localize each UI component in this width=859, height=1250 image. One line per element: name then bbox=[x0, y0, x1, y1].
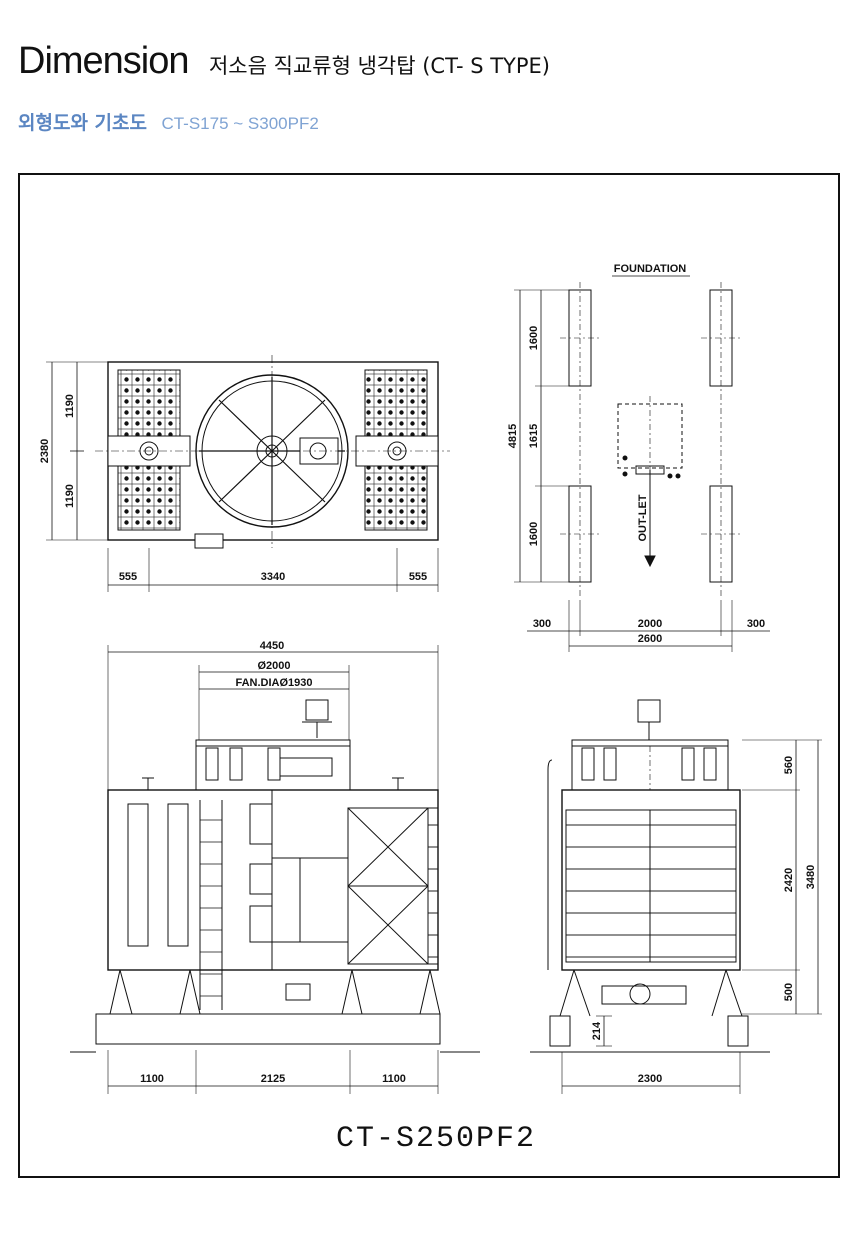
front-fan-dia: FAN.DIAØ1930 bbox=[235, 677, 312, 689]
page-subtitle: 저소음 직교류형 냉각탑 (CT- S TYPE) bbox=[208, 54, 551, 78]
side-width: 2300 bbox=[638, 1073, 662, 1085]
plan-center: 3340 bbox=[261, 571, 285, 583]
section-model-range: CT-S175 ~ S300PF2 bbox=[161, 114, 319, 133]
plan-half-top: 1190 bbox=[64, 394, 76, 418]
page-title: Dimension bbox=[18, 40, 190, 82]
foundation-outlet-label: OUT-LET bbox=[637, 494, 649, 541]
front-bottom-left: 1100 bbox=[140, 1073, 164, 1085]
foundation-top: 1600 bbox=[528, 326, 540, 350]
foundation-total: 4815 bbox=[507, 424, 519, 448]
page-header: Dimension 저소음 직교류형 냉각탑 (CT- S TYPE) bbox=[18, 40, 550, 83]
front-elevation bbox=[70, 645, 480, 1094]
section-heading: 외형도와 기초도 CT-S175 ~ S300PF2 bbox=[18, 108, 319, 135]
plan-width-total: 2380 bbox=[39, 439, 51, 463]
foundation-center-span: 2000 bbox=[638, 618, 662, 630]
side-bottom-section: 500 bbox=[783, 983, 795, 1001]
plan-right-margin: 555 bbox=[409, 571, 427, 583]
foundation-overall: 2600 bbox=[638, 633, 662, 645]
side-leg-height: 214 bbox=[591, 1021, 603, 1040]
side-total-height: 3480 bbox=[805, 865, 817, 889]
foundation-left-offset: 300 bbox=[533, 618, 551, 630]
foundation-middle: 1615 bbox=[528, 424, 540, 448]
side-elevation bbox=[530, 699, 822, 1094]
foundation-right-offset: 300 bbox=[747, 618, 765, 630]
side-mid-section: 2420 bbox=[783, 868, 795, 892]
plan-left-margin: 555 bbox=[119, 571, 137, 583]
side-top-section: 560 bbox=[783, 756, 795, 774]
plan-half-bottom: 1190 bbox=[64, 484, 76, 508]
front-bottom-right: 1100 bbox=[382, 1073, 406, 1085]
foundation-plan bbox=[514, 275, 770, 652]
front-bottom-center: 2125 bbox=[261, 1073, 285, 1085]
section-korean-label: 외형도와 기초도 bbox=[18, 112, 147, 134]
model-label: CT-S250PF2 bbox=[336, 1122, 536, 1156]
front-overall-width: 4450 bbox=[260, 640, 284, 652]
plan-view bbox=[46, 355, 450, 592]
foundation-title: FOUNDATION bbox=[614, 263, 687, 275]
drawing-frame bbox=[18, 173, 840, 1178]
foundation-bottom: 1600 bbox=[528, 522, 540, 546]
front-casing-dia: Ø2000 bbox=[257, 660, 290, 672]
